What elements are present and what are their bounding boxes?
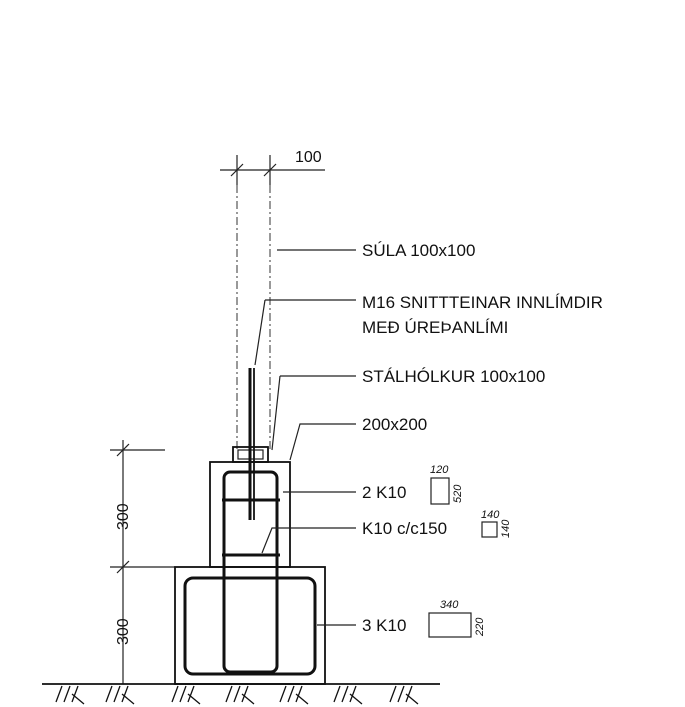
- bar-shape-lower: [428, 612, 472, 638]
- bar-shape-upper: [430, 477, 450, 505]
- label-links: K10 c/c150: [362, 519, 447, 538]
- lower-stirrups: [183, 576, 317, 676]
- leader-lines: [254, 249, 356, 626]
- footing-outline: [174, 566, 326, 685]
- dimension-vertical: [110, 440, 175, 684]
- bar-shape-links-top: 140: [481, 509, 500, 521]
- label-steel-sleeve: STÁLHÓLKUR 100x100: [362, 367, 545, 386]
- dimension-lower-height: 300: [115, 618, 132, 645]
- bar-shape-links-side: 140: [500, 519, 512, 538]
- bar-shape-lower-side: 220: [474, 617, 486, 637]
- ground-hatch: [55, 685, 419, 705]
- label-bolts-line1: M16 SNITTTEINAR INNLÍMDIR: [362, 293, 603, 312]
- dimension-upper-height: 300: [115, 503, 132, 530]
- label-stirrups-lower: 3 K10: [362, 616, 406, 635]
- label-stirrups-upper: 2 K10: [362, 483, 406, 502]
- label-bolts-line2: MEÐ ÚREÞANLÍMI: [362, 318, 508, 337]
- bar-shape-lower-top: 340: [440, 599, 459, 611]
- bar-shape-upper-side: 520: [452, 484, 464, 503]
- dimension-top-width: [220, 155, 325, 185]
- column-outline: [236, 185, 271, 452]
- bar-shape-upper-top: 120: [430, 464, 449, 476]
- dimension-top-width-value: 100: [295, 149, 322, 166]
- label-pedestal: 200x200: [362, 415, 427, 434]
- label-column: SÚLA 100x100: [362, 241, 475, 260]
- bar-shape-links: [481, 521, 498, 538]
